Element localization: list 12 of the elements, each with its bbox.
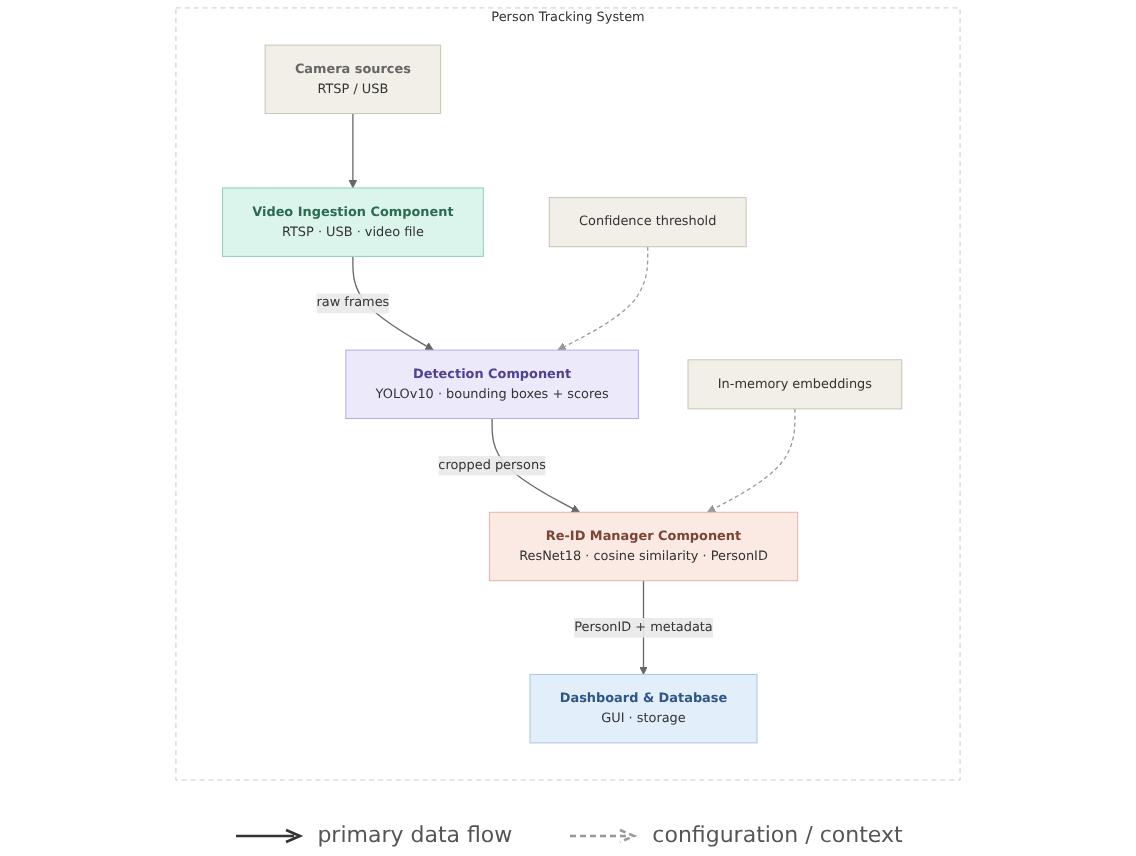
process-box [345, 349, 639, 420]
process-box [264, 44, 442, 115]
process-box [221, 187, 484, 257]
process-box [529, 673, 758, 744]
arrow [348, 112, 358, 189]
process-box [548, 197, 747, 248]
legend-label: primary data flow [317, 822, 513, 848]
legend-label: configuration / context [652, 822, 903, 848]
arrow [557, 246, 649, 351]
process-box [687, 359, 903, 410]
process-box [488, 511, 799, 582]
arrow [707, 408, 796, 513]
